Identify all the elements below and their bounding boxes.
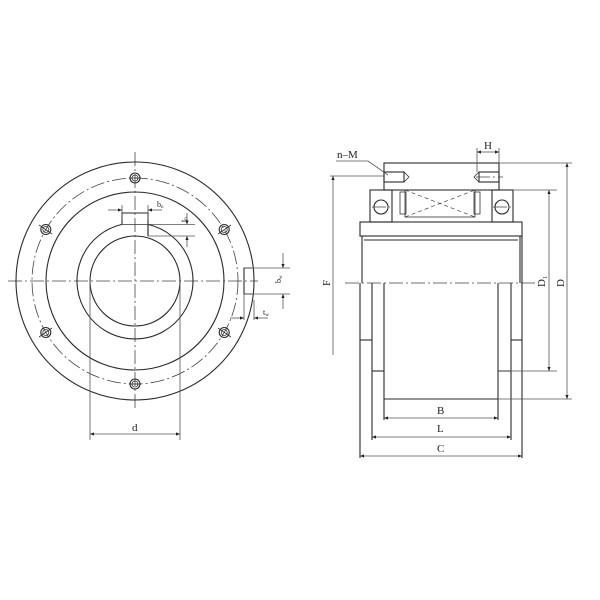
- bolt-hole-icon: [129, 172, 141, 184]
- outer-ring-section: [383, 162, 500, 191]
- threaded-hole-left: [383, 171, 405, 183]
- threaded-hole-right-tip: [473, 171, 480, 183]
- d-label: d: [132, 422, 138, 434]
- sleeve-body: [361, 236, 521, 283]
- retainer-clip-right: [473, 191, 481, 215]
- bolt-hole-icon: [38, 326, 53, 339]
- bolt-hole-icon: [38, 223, 53, 236]
- f-label: F: [321, 280, 333, 286]
- bn-label: bn: [157, 200, 164, 210]
- sprag-cage: [404, 189, 476, 218]
- d-outer-label: D: [555, 279, 567, 287]
- body-circle: [45, 191, 225, 371]
- hub-keyway-outline: [76, 223, 194, 340]
- l-label: L: [437, 423, 444, 435]
- outer-flange-circle: [15, 161, 255, 401]
- tw-label: tw: [263, 308, 269, 318]
- retainer-clip-left: [399, 191, 407, 215]
- bearing-left: [369, 189, 393, 223]
- c-label: C: [437, 443, 444, 455]
- sprag-cross-2: [404, 189, 476, 218]
- d1-label: D1: [536, 276, 549, 287]
- n-m-label: n–M: [337, 149, 358, 161]
- inner-race-section: [359, 221, 523, 237]
- tn-label: tn: [179, 217, 189, 222]
- front-view: bn tn bw tw d: [8, 152, 290, 440]
- threaded-hole-left-tip: [403, 171, 410, 183]
- side-section-view: n–M H F D1 D B L C: [321, 140, 572, 458]
- bolt-hole-icon: [217, 223, 232, 236]
- bolt-holes: [38, 172, 232, 390]
- bolt-hole-icon: [217, 326, 232, 339]
- b-label: B: [437, 405, 444, 417]
- bw-label: bw: [274, 275, 284, 283]
- bolt-hole-icon: [129, 378, 141, 390]
- h-label: H: [484, 140, 492, 152]
- nm-leader-diag: [367, 160, 389, 176]
